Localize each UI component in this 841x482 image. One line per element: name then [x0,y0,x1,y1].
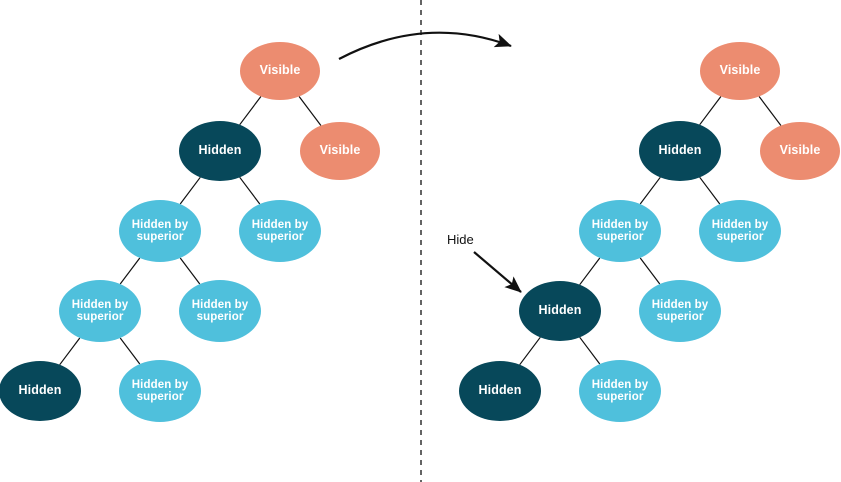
tree-edge [579,257,601,286]
tree-edge [119,337,141,365]
tree-node-label: Visible [259,63,301,78]
tree-node-label: Hidden by superior [711,218,769,243]
tree-edge [639,257,661,285]
tree-node-visible[interactable]: Visible [760,122,840,180]
tree-node-label: Hidden by superior [251,218,309,243]
tree-edge [179,257,201,285]
tree-edge [59,337,81,366]
tree-node-visible[interactable]: Visible [300,122,380,180]
tree-edge [239,96,262,126]
transform-arrow-icon [338,31,512,60]
tree-edge [579,336,601,365]
tree-edge [519,336,541,366]
tree-node-hidden[interactable]: Hidden [0,361,81,421]
tree-node-label: Hidden by superior [131,378,189,403]
tree-edge [699,96,722,126]
tree-edge [639,176,661,205]
tree-edge [119,257,141,285]
tree-node-hidden-by-superior[interactable]: Hidden by superior [119,360,201,422]
tree-edge [179,176,201,205]
tree-node-hidden-by-superior[interactable]: Hidden by superior [239,200,321,262]
tree-node-hidden-by-superior[interactable]: Hidden by superior [639,280,721,342]
tree-node-hidden-by-superior[interactable]: Hidden by superior [59,280,141,342]
tree-node-hidden-by-superior[interactable]: Hidden by superior [579,360,661,422]
tree-node-label: Hidden by superior [131,218,189,243]
tree-node-label: Visible [719,63,761,78]
tree-node-label: Hidden by superior [191,298,249,323]
tree-edge [699,176,721,205]
tree-node-hidden[interactable]: Hidden [459,361,541,421]
hide-arrow-icon [473,251,522,293]
tree-node-label: Hidden by superior [591,378,649,403]
tree-node-hidden[interactable]: Hidden [179,121,261,181]
tree-edge [239,176,261,205]
tree-node-label: Hidden [198,143,242,158]
hide-annotation-label: Hide [447,232,474,247]
tree-node-hidden-by-superior[interactable]: Hidden by superior [119,200,201,262]
tree-node-label: Hidden by superior [71,298,129,323]
tree-node-visible[interactable]: Visible [700,42,780,100]
tree-node-label: Visible [319,143,361,158]
tree-node-label: Hidden [658,143,702,158]
tree-node-hidden[interactable]: Hidden [639,121,721,181]
tree-node-label: Hidden [478,383,522,398]
tree-node-label: Hidden by superior [651,298,709,323]
tree-node-label: Hidden [538,303,582,318]
tree-node-label: Visible [779,143,821,158]
tree-node-hidden-by-superior[interactable]: Hidden by superior [579,200,661,262]
tree-edge [298,96,322,126]
tree-node-hidden[interactable]: Hidden [519,281,601,341]
tree-node-label: Hidden [18,383,62,398]
tree-node-label: Hidden by superior [591,218,649,243]
tree-node-hidden-by-superior[interactable]: Hidden by superior [179,280,261,342]
tree-edge [758,96,782,126]
tree-node-visible[interactable]: Visible [240,42,320,100]
tree-node-hidden-by-superior[interactable]: Hidden by superior [699,200,781,262]
